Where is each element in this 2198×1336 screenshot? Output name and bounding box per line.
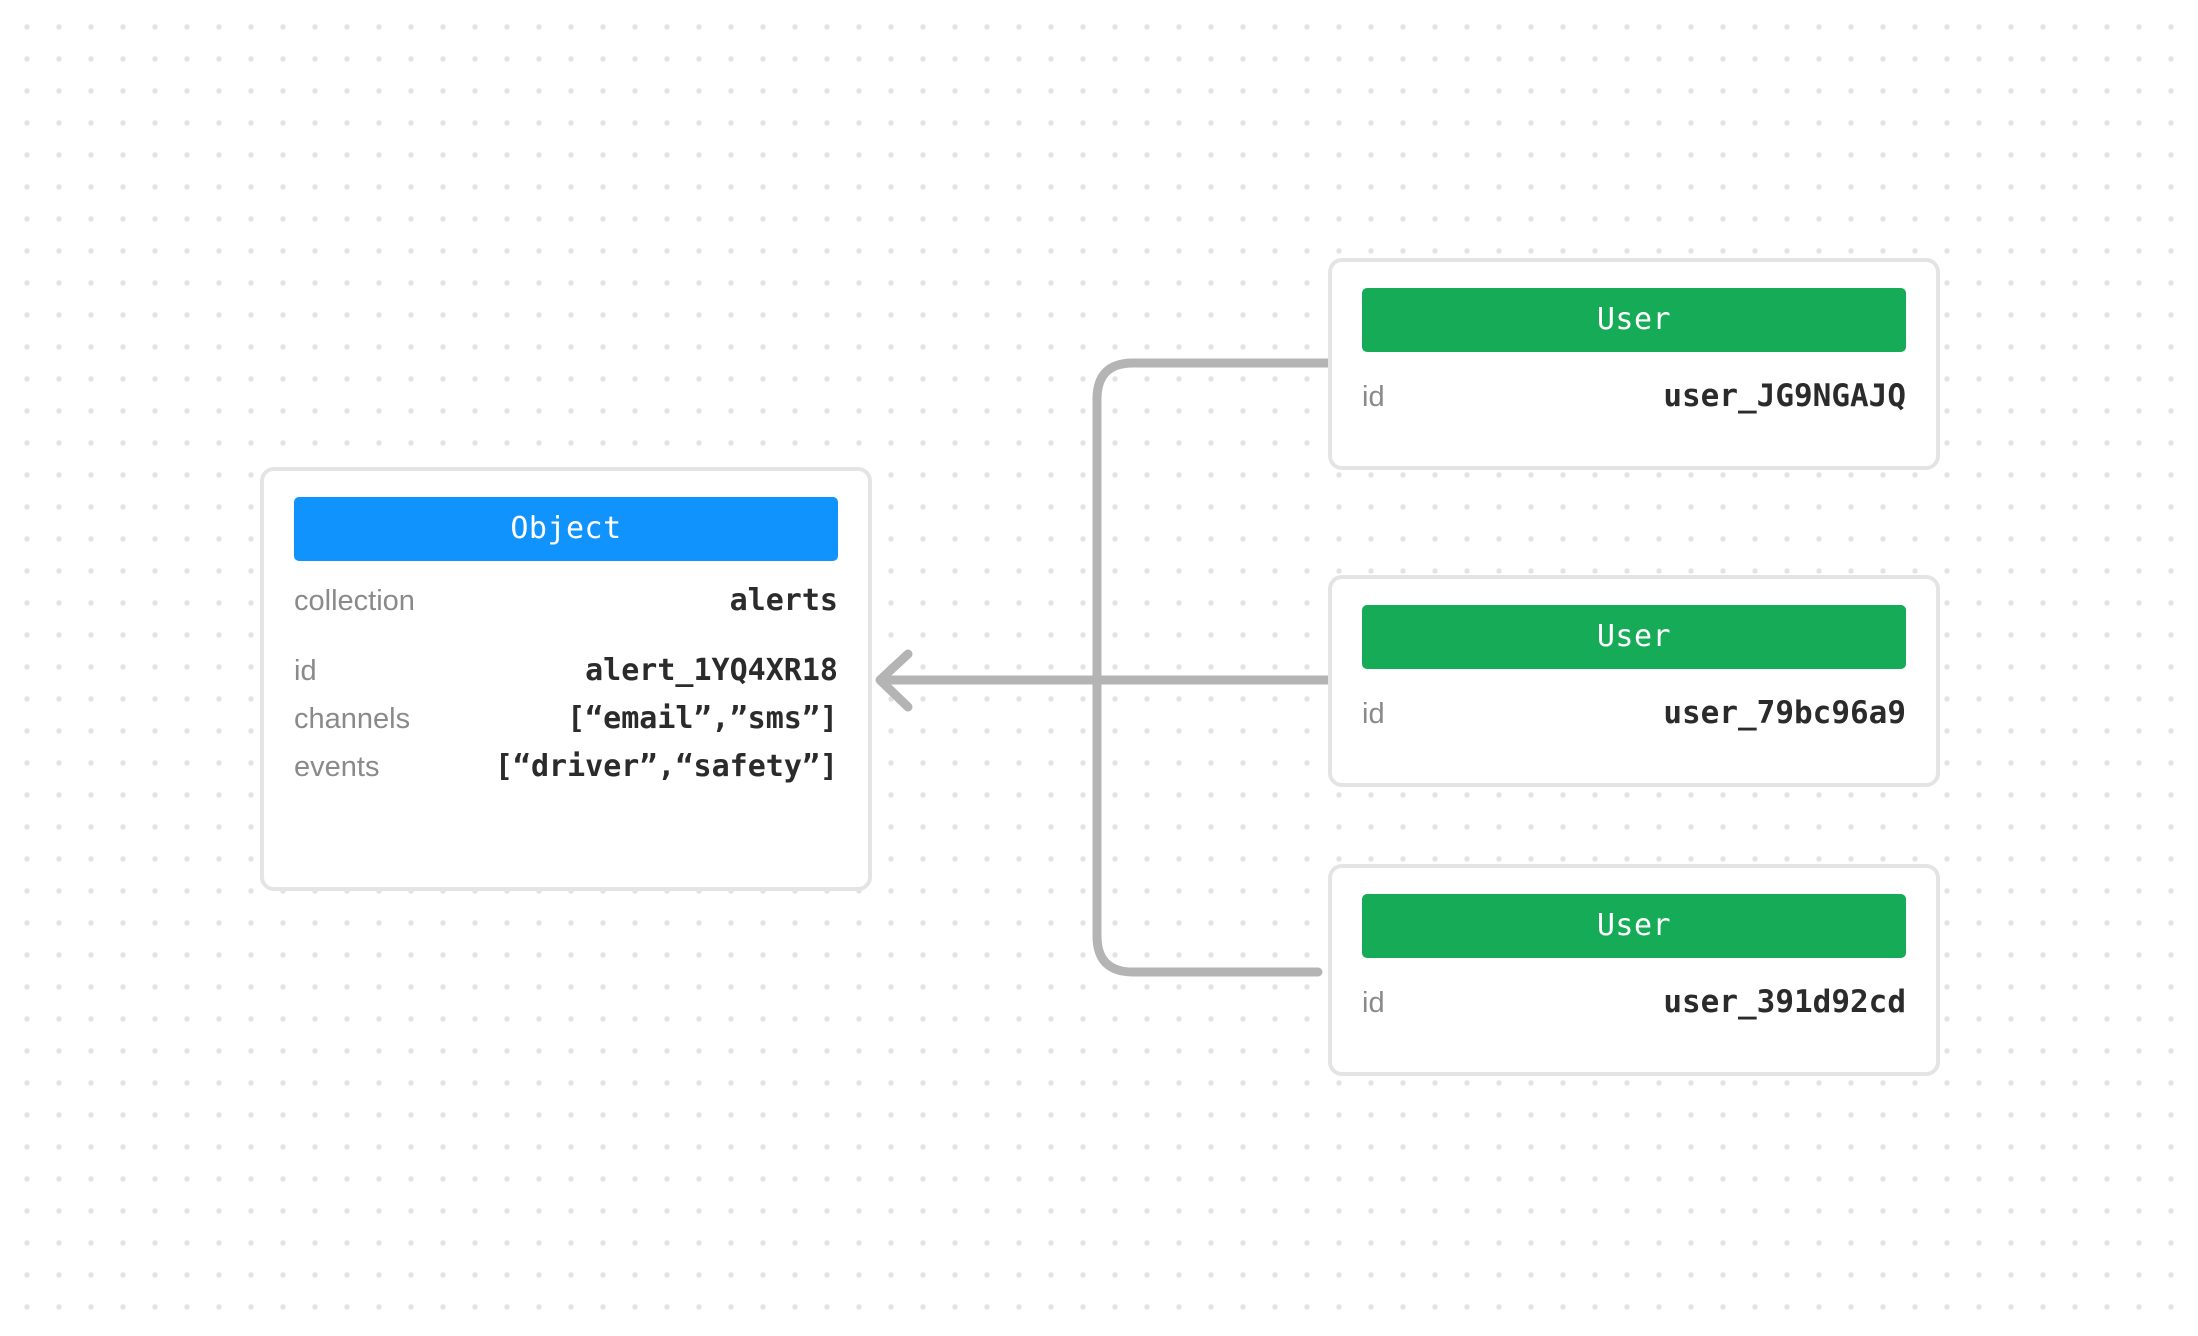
field-group-user-1: id user_JG9NGAJQ [1362,378,1906,426]
node-object-body: collection alerts id alert_1YQ4XR18 chan… [264,583,868,797]
node-object[interactable]: Object collection alerts id alert_1YQ4XR… [260,467,872,891]
node-user-1-body: id user_JG9NGAJQ [1332,352,1936,426]
field-value-user-2-id: user_79bc96a9 [1663,695,1906,731]
field-value-collection: alerts [729,583,838,618]
field-row-channels[interactable]: channels [“email”,”sms”] [294,701,838,749]
field-key-events: events [294,751,380,783]
field-key-collection: collection [294,585,415,617]
node-user-3-body: id user_391d92cd [1332,958,1936,1032]
field-key-user-1-id: id [1362,381,1385,413]
field-group-user-2: id user_79bc96a9 [1362,695,1906,743]
field-value-id: alert_1YQ4XR18 [585,653,838,688]
field-group-secondary: id alert_1YQ4XR18 channels [“email”,”sms… [294,653,838,797]
field-value-user-3-id: user_391d92cd [1663,984,1906,1020]
node-user-2-body: id user_79bc96a9 [1332,669,1936,743]
node-user-1[interactable]: User id user_JG9NGAJQ [1328,258,1940,470]
field-value-channels: [“email”,”sms”] [567,701,838,736]
node-object-header: Object [294,497,838,561]
field-row-events[interactable]: events [“driver”,“safety”] [294,749,838,797]
node-user-2-header: User [1362,605,1906,669]
field-row-user-2-id[interactable]: id user_79bc96a9 [1362,695,1906,743]
edge-user-1-to-object [1092,358,1338,685]
field-key-channels: channels [294,703,411,735]
field-key-user-3-id: id [1362,987,1385,1019]
node-user-3-header: User [1362,894,1906,958]
field-row-user-3-id[interactable]: id user_391d92cd [1362,984,1906,1032]
field-row-id[interactable]: id alert_1YQ4XR18 [294,653,838,701]
edge-arrowhead-icon [875,649,913,712]
field-group-user-3: id user_391d92cd [1362,984,1906,1032]
field-value-events: [“driver”,“safety”] [494,749,838,784]
field-row-user-1-id[interactable]: id user_JG9NGAJQ [1362,378,1906,426]
node-user-2[interactable]: User id user_79bc96a9 [1328,575,1940,787]
node-user-3[interactable]: User id user_391d92cd [1328,864,1940,1076]
field-value-user-1-id: user_JG9NGAJQ [1663,378,1906,414]
field-row-collection[interactable]: collection alerts [294,583,838,631]
node-user-1-header: User [1362,288,1906,352]
edge-user-3-to-object [1092,675,1323,977]
field-key-id: id [294,655,317,687]
field-key-user-2-id: id [1362,698,1385,730]
field-group-primary: collection alerts [294,583,838,631]
